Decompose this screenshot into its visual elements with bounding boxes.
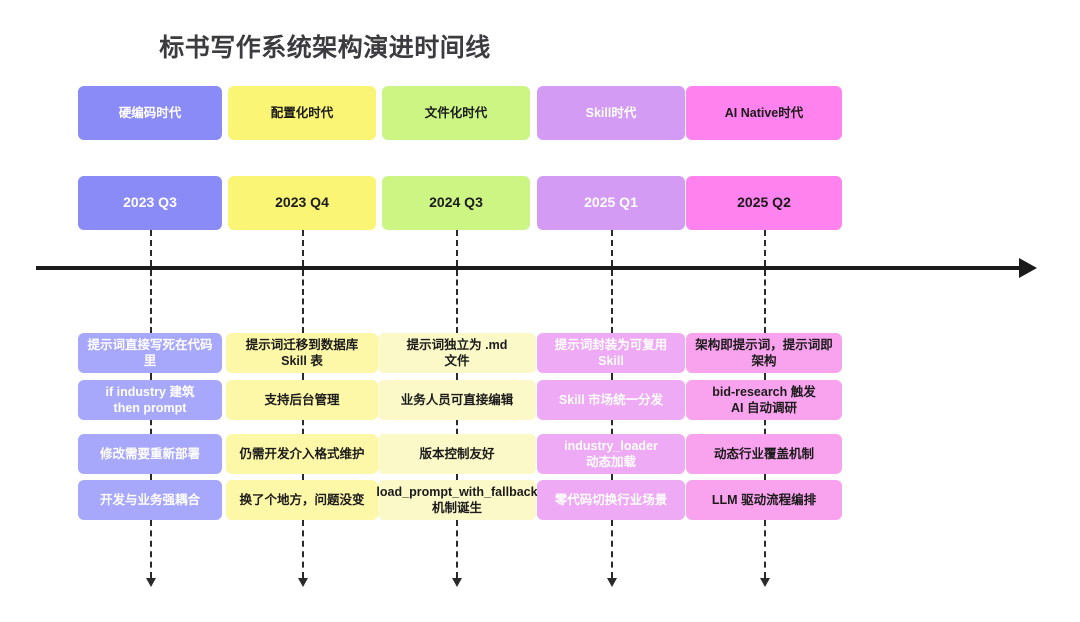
era-box-3-label: 文件化时代 [424, 106, 488, 120]
date-box-2[interactable]: 2023 Q4 [228, 176, 376, 230]
connector-detail-tail-4-arrowhead [607, 578, 617, 587]
connector-detail-tail-4 [611, 520, 613, 578]
connector-detail-tail-2-arrowhead [298, 578, 308, 587]
detail-box-4-3[interactable]: industry_loader 动态加载 [537, 434, 685, 474]
page-title: 标书写作系统架构演进时间线 [159, 34, 491, 62]
detail-box-1-1-label: 提示词直接写死在代码里 [87, 338, 213, 368]
connector-detail-3-1-2 [456, 373, 458, 380]
detail-box-3-4[interactable]: load_prompt_with_fallback 机制诞生 [376, 480, 538, 520]
date-box-2-label: 2023 Q4 [275, 194, 329, 211]
detail-box-2-1[interactable]: 提示词迁移到数据库 Skill 表 [226, 333, 378, 373]
connector-detail-4-3-4 [611, 474, 613, 480]
connector-date-to-axis-5 [764, 230, 766, 266]
detail-box-2-4[interactable]: 换了个地方，问题没变 [226, 480, 378, 520]
date-box-4[interactable]: 2025 Q1 [537, 176, 685, 230]
era-box-2-label: 配置化时代 [270, 106, 334, 120]
detail-box-4-1[interactable]: 提示词封装为可复用 Skill [537, 333, 685, 373]
detail-box-3-3[interactable]: 版本控制友好 [378, 434, 536, 474]
detail-box-5-1[interactable]: 架构即提示词，提示词即架构 [686, 333, 842, 373]
detail-box-5-1-label: 架构即提示词，提示词即架构 [695, 338, 833, 368]
connector-detail-1-1-2 [150, 373, 152, 380]
connector-detail-1-3-4 [150, 474, 152, 480]
detail-box-2-2[interactable]: 支持后台管理 [226, 380, 378, 420]
detail-box-4-2-label: Skill 市场统一分发 [558, 393, 664, 407]
connector-axis-to-detail-3 [456, 270, 458, 333]
detail-box-3-2[interactable]: 业务人员可直接编辑 [378, 380, 536, 420]
connector-axis-to-detail-4 [611, 270, 613, 333]
date-box-5-label: 2025 Q2 [737, 194, 791, 211]
era-box-3[interactable]: 文件化时代 [382, 86, 530, 140]
date-box-1[interactable]: 2023 Q3 [78, 176, 222, 230]
detail-box-2-1-label: 提示词迁移到数据库 Skill 表 [245, 338, 359, 368]
detail-box-2-3-label: 仍需开发介入格式维护 [239, 447, 365, 461]
detail-box-5-3-label: 动态行业覆盖机制 [713, 447, 814, 461]
detail-box-5-2[interactable]: bid-research 触发 AI 自动调研 [686, 380, 842, 420]
detail-box-1-3-label: 修改需要重新部署 [99, 447, 200, 461]
date-box-4-label: 2025 Q1 [584, 194, 638, 211]
connector-detail-tail-5-arrowhead [760, 578, 770, 587]
era-box-1[interactable]: 硬编码时代 [78, 86, 222, 140]
connector-detail-tail-3 [456, 520, 458, 578]
connector-date-to-axis-4 [611, 230, 613, 266]
era-box-4[interactable]: Skill时代 [537, 86, 685, 140]
detail-box-3-1[interactable]: 提示词独立为 .md 文件 [378, 333, 536, 373]
detail-box-1-2[interactable]: if industry 建筑 then prompt [78, 380, 222, 420]
detail-box-4-2[interactable]: Skill 市场统一分发 [537, 380, 685, 420]
detail-box-1-3[interactable]: 修改需要重新部署 [78, 434, 222, 474]
detail-box-3-3-label: 版本控制友好 [419, 447, 495, 461]
connector-detail-5-2-3 [764, 420, 766, 434]
detail-box-5-4-label: LLM 驱动流程编排 [711, 493, 817, 507]
detail-box-4-4-label: 零代码切换行业场景 [554, 493, 668, 507]
detail-box-3-4-label: load_prompt_with_fallback 机制诞生 [376, 485, 538, 515]
detail-box-4-1-label: 提示词封装为可复用 Skill [554, 338, 668, 368]
detail-box-2-4-label: 换了个地方，问题没变 [239, 493, 365, 507]
date-box-1-label: 2023 Q3 [123, 194, 177, 211]
date-box-5[interactable]: 2025 Q2 [686, 176, 842, 230]
connector-detail-tail-1 [150, 520, 152, 578]
detail-box-5-2-label: bid-research 触发 AI 自动调研 [712, 385, 816, 415]
connector-detail-3-2-3 [456, 420, 458, 434]
detail-box-1-4[interactable]: 开发与业务强耦合 [78, 480, 222, 520]
connector-axis-to-detail-2 [302, 270, 304, 333]
detail-box-3-2-label: 业务人员可直接编辑 [400, 393, 514, 407]
connector-detail-4-2-3 [611, 420, 613, 434]
detail-box-4-3-label: industry_loader 动态加载 [564, 439, 658, 469]
era-box-2[interactable]: 配置化时代 [228, 86, 376, 140]
timeline-axis [36, 266, 1021, 270]
detail-box-1-4-label: 开发与业务强耦合 [99, 493, 200, 507]
era-box-5-label: AI Native时代 [724, 106, 804, 120]
connector-detail-2-1-2 [302, 373, 304, 380]
era-box-1-label: 硬编码时代 [118, 106, 182, 120]
date-box-3[interactable]: 2024 Q3 [382, 176, 530, 230]
connector-date-to-axis-2 [302, 230, 304, 266]
detail-box-2-3[interactable]: 仍需开发介入格式维护 [226, 434, 378, 474]
detail-box-3-1-label: 提示词独立为 .md 文件 [406, 338, 508, 368]
detail-box-1-2-label: if industry 建筑 then prompt [105, 385, 195, 415]
connector-axis-to-detail-1 [150, 270, 152, 333]
connector-detail-5-1-2 [764, 373, 766, 380]
connector-detail-2-2-3 [302, 420, 304, 434]
connector-detail-tail-1-arrowhead [146, 578, 156, 587]
connector-detail-3-3-4 [456, 474, 458, 480]
connector-detail-tail-2 [302, 520, 304, 578]
detail-box-5-3[interactable]: 动态行业覆盖机制 [686, 434, 842, 474]
era-box-5[interactable]: AI Native时代 [686, 86, 842, 140]
detail-box-1-1[interactable]: 提示词直接写死在代码里 [78, 333, 222, 373]
date-box-3-label: 2024 Q3 [429, 194, 483, 211]
connector-detail-1-2-3 [150, 420, 152, 434]
connector-detail-2-3-4 [302, 474, 304, 480]
connector-detail-tail-3-arrowhead [452, 578, 462, 587]
connector-date-to-axis-1 [150, 230, 152, 266]
connector-date-to-axis-3 [456, 230, 458, 266]
connector-detail-5-3-4 [764, 474, 766, 480]
connector-detail-4-1-2 [611, 373, 613, 380]
timeline-axis-arrowhead [1019, 258, 1037, 278]
connector-axis-to-detail-5 [764, 270, 766, 333]
detail-box-2-2-label: 支持后台管理 [264, 393, 340, 407]
era-box-4-label: Skill时代 [585, 106, 637, 120]
detail-box-5-4[interactable]: LLM 驱动流程编排 [686, 480, 842, 520]
connector-detail-tail-5 [764, 520, 766, 578]
detail-box-4-4[interactable]: 零代码切换行业场景 [537, 480, 685, 520]
